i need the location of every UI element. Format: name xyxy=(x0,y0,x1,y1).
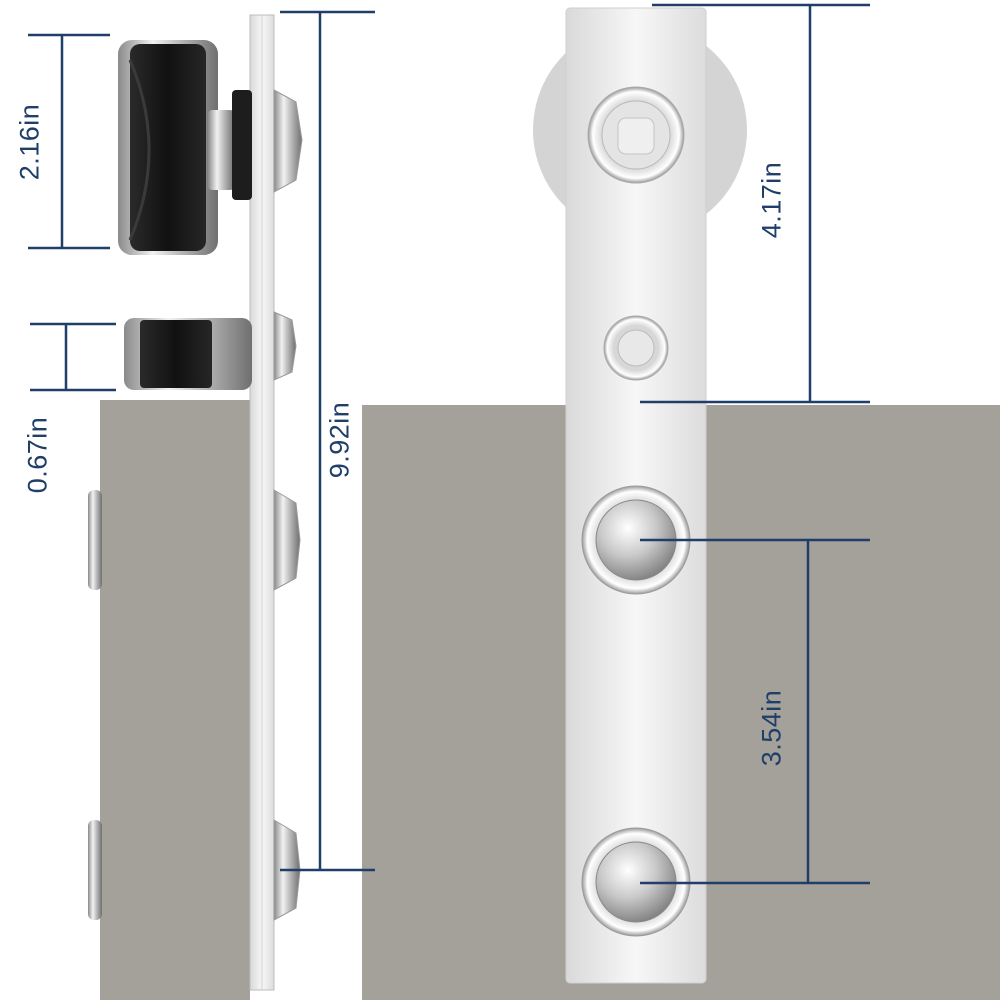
dimension-label-axle-to-door-top: 4.17in xyxy=(756,161,787,239)
dimension-label-spacer-height: 0.67in xyxy=(22,416,53,494)
strap-nuts-side xyxy=(273,89,303,921)
door-side-view xyxy=(100,400,250,1000)
front-bolts xyxy=(581,86,691,937)
side-bolt-heads xyxy=(88,490,102,920)
dimension-label-wheel-diameter: 2.16in xyxy=(14,103,45,181)
dimension-label-bolt-spacing: 3.54in xyxy=(756,689,787,767)
wheel-side-view xyxy=(118,40,252,255)
spacer-side-view xyxy=(124,318,252,390)
dimension-lines xyxy=(28,3,870,885)
dimension-label-strap-length: 9.92in xyxy=(324,401,355,479)
